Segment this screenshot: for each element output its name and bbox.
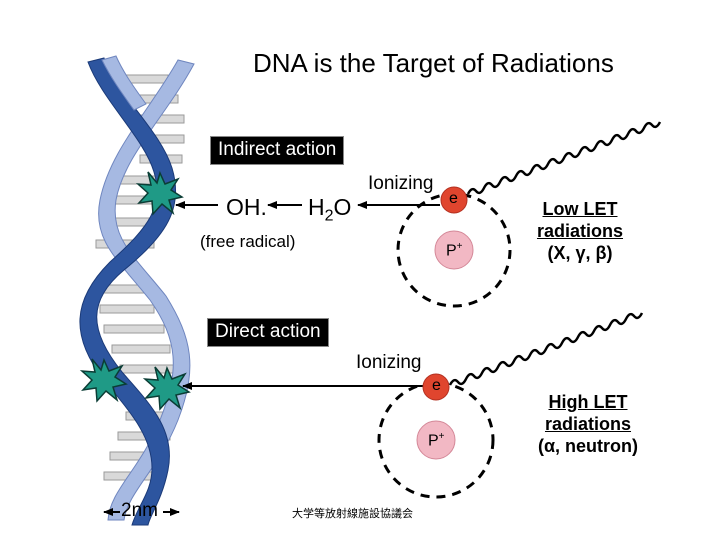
indirect-action-label: Indirect action	[210, 136, 345, 165]
h2o-label: H2O	[308, 194, 351, 226]
h2o-o: O	[333, 194, 352, 220]
footer-credit: 大学等放射線施設協議会	[292, 508, 413, 520]
high-let-line1: High LET	[548, 392, 628, 412]
nucleus-direct	[416, 420, 456, 460]
low-let-line3: (X, γ, β)	[547, 243, 613, 263]
direct-ionizing-label: Ionizing	[356, 352, 422, 373]
proton-direct-label: P+	[428, 431, 445, 450]
proton-indirect-plus: +	[456, 241, 463, 252]
high-let-line3: (α, neutron)	[537, 436, 639, 456]
high-let-radiation-label: High LET radiations (α, neutron)	[528, 391, 648, 457]
scale-label: 2nm	[121, 500, 158, 521]
free-radical-label: (free radical)	[200, 232, 296, 251]
page-title: DNA is the Target of Radiations	[253, 48, 614, 78]
wavy-ray-high-let	[448, 312, 644, 386]
proton-direct-plus: +	[438, 431, 445, 442]
proton-direct-p: P	[428, 432, 439, 450]
dna-helix	[79, 55, 195, 526]
wavy-ray-low-let	[466, 121, 662, 195]
direct-action-label: Direct action	[207, 318, 329, 347]
burst-direct-left	[79, 357, 128, 403]
dna-strand-light-upper	[101, 55, 147, 111]
electron-direct-label: e	[432, 377, 441, 394]
high-let-line2: radiations	[544, 414, 632, 434]
proton-indirect-p: P	[446, 242, 457, 260]
indirect-ionizing-label: Ionizing	[368, 173, 434, 194]
proton-indirect-label: P+	[446, 241, 463, 260]
burst-direct-right	[142, 365, 191, 411]
burst-indirect	[135, 170, 184, 216]
low-let-line1: Low LET	[542, 199, 618, 219]
electron-direct	[422, 373, 450, 401]
h2o-subscript: 2	[324, 207, 334, 225]
atom-orbit-direct	[377, 381, 495, 499]
electron-indirect	[440, 186, 468, 214]
low-let-radiation-label: Low LET radiations (X, γ, β)	[530, 198, 630, 264]
dna-strand-dark	[79, 57, 177, 526]
oh-radical-label: OH.	[226, 194, 267, 220]
low-let-line2: radiations	[536, 221, 624, 241]
h2o-h: H	[308, 194, 325, 220]
electron-indirect-label: e	[449, 190, 458, 207]
nucleus-indirect	[434, 230, 474, 270]
dna-strand-light	[98, 59, 195, 521]
